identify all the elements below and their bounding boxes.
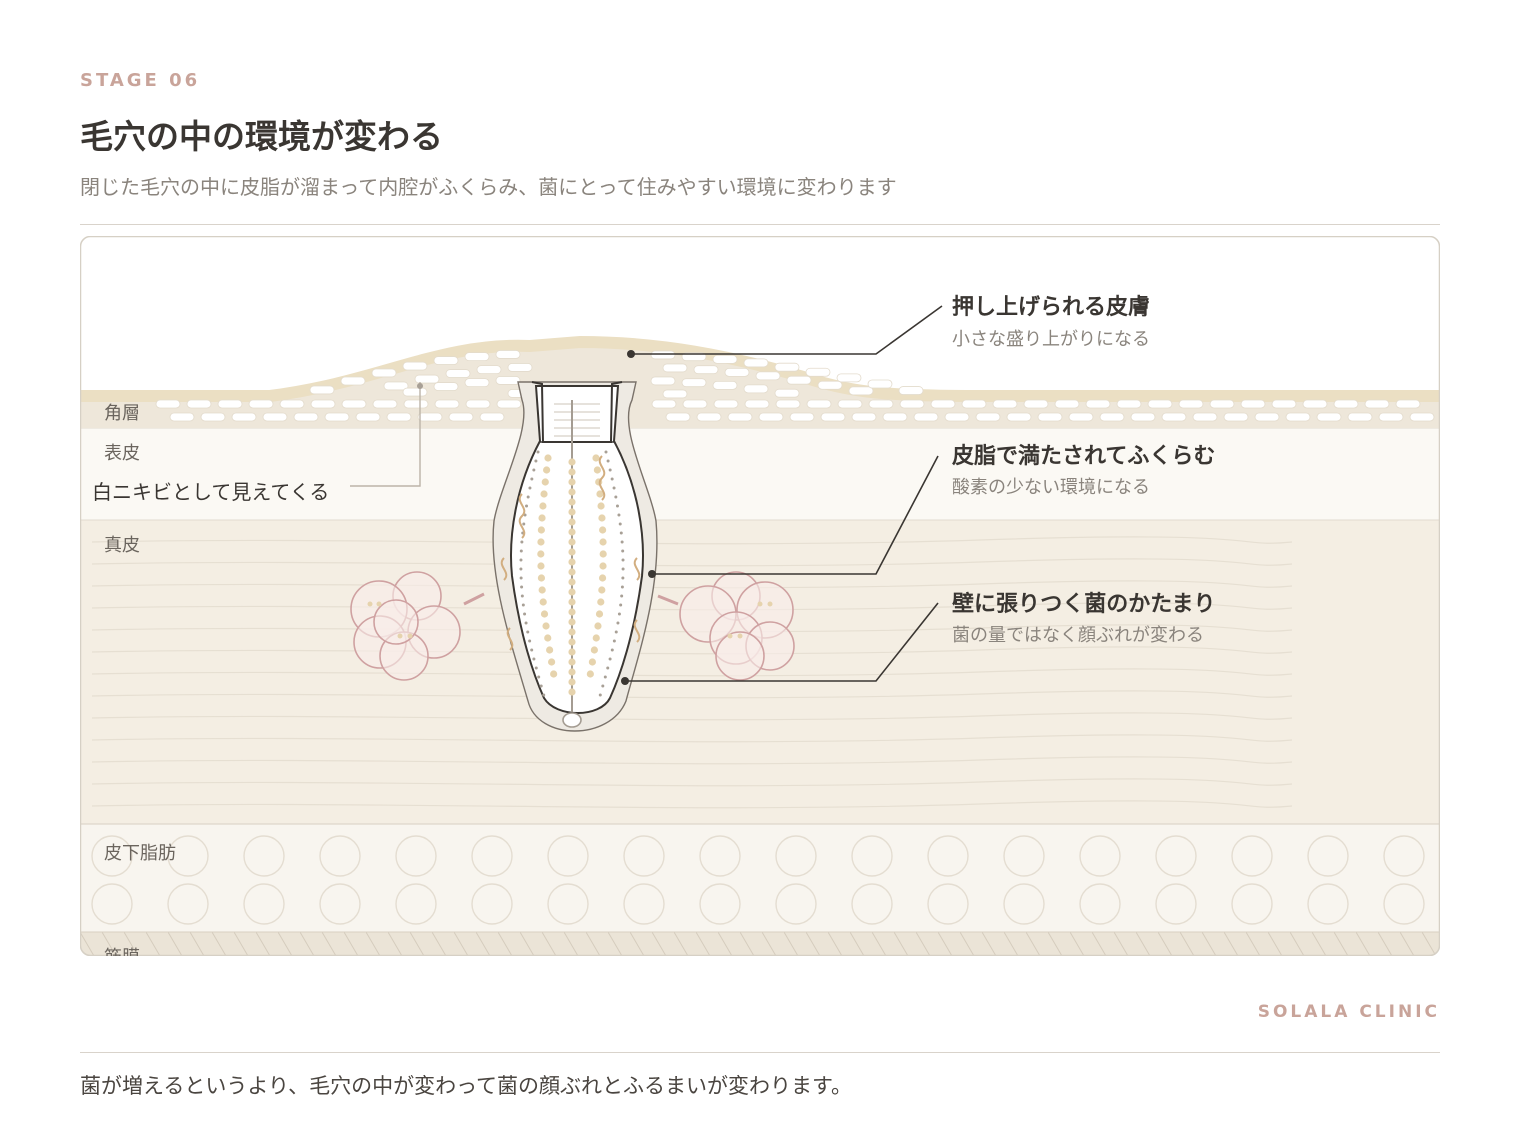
layer-label-fat: 皮下脂肪	[104, 843, 176, 864]
footer-note: 菌が増えるというより、毛穴の中が変わって菌の顔ぶれとふるまいが変わります。	[80, 1074, 852, 1098]
stage-label: STAGE 06	[80, 70, 201, 91]
layer-label-corneum: 角層	[104, 403, 140, 424]
fat-cells	[91, 835, 1425, 925]
anchor-dot-sebum	[648, 570, 656, 578]
hair-bulb	[562, 712, 582, 728]
whitehead-label: 白ニキビとして見えてくる	[92, 480, 329, 504]
whitehead-leader	[350, 382, 421, 487]
sebum-dots	[537, 454, 607, 696]
dermis-layer	[80, 520, 1440, 824]
layer-label-dermis: 真皮	[104, 535, 140, 556]
bottom-divider	[80, 1052, 1440, 1053]
layer-label-epidermis: 表皮	[104, 443, 140, 464]
epidermis-layer	[80, 428, 1440, 520]
callout-raised-skin-title: 押し上げられる皮膚	[952, 294, 1150, 320]
callout-bacteria-desc: 菌の量ではなく顔ぶれが変わる	[952, 625, 1204, 646]
sebaceous-gland-right	[657, 571, 795, 681]
callout-sebum-title: 皮脂で満たされてふくらむ	[952, 443, 1215, 469]
callout-sebum-desc: 酸素の少ない環境になる	[952, 477, 1150, 498]
keratin-plug	[554, 403, 600, 437]
anchor-dot-raised-skin	[627, 350, 635, 358]
layer-label-fascia: 筋膜	[104, 947, 140, 956]
sebaceous-gland-left	[350, 571, 485, 681]
page-title: 毛穴の中の環境が変わる	[80, 117, 443, 156]
callout-bacteria-title: 壁に張りつく菌のかたまり	[952, 591, 1216, 617]
brand-name: SOLALA CLINIC	[1257, 1002, 1440, 1022]
bacteria-dots	[519, 450, 625, 697]
subcutaneous-fat-layer	[80, 824, 1440, 932]
page-subtitle: 閉じた毛穴の中に皮脂が溜まって内腔がふくらみ、菌にとって住みやすい環境に変わりま…	[80, 175, 897, 199]
skin-cross-section: 角層 表皮 真皮 皮下脂肪 筋膜 白ニキビとして見えてくる 押し上げられる皮膚 …	[80, 236, 1440, 956]
top-divider	[80, 224, 1440, 225]
anchor-dot-bacteria	[621, 677, 629, 685]
gland-sebum-dots	[367, 601, 773, 639]
corneum-cells	[155, 350, 1435, 422]
bacteria-waves	[500, 455, 641, 651]
callout-raised-skin-desc: 小さな盛り上がりになる	[952, 329, 1150, 350]
dermis-fibers	[91, 536, 1293, 809]
leader-lines	[625, 305, 943, 682]
